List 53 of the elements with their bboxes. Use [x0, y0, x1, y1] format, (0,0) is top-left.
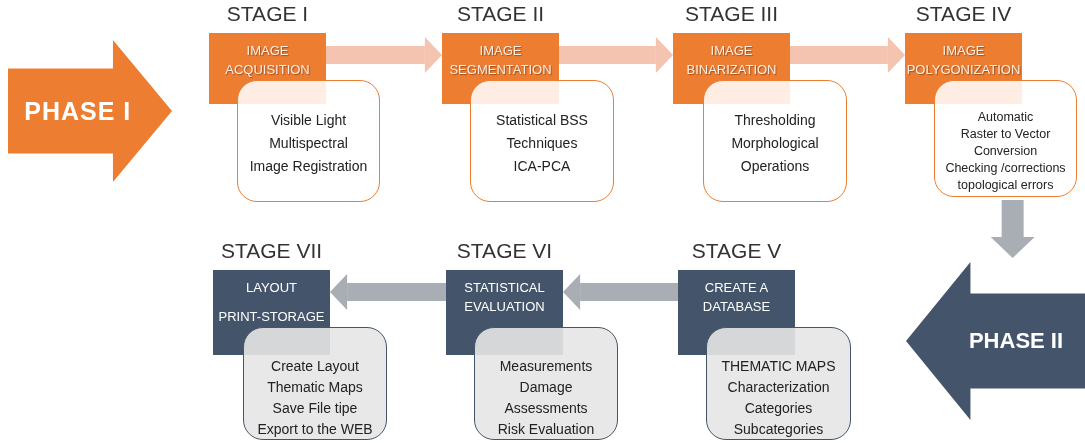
list-item: Characterization [727, 378, 830, 397]
block-arrow [8, 40, 172, 182]
block-arrow [326, 37, 442, 73]
block-arrow [990, 200, 1035, 258]
box-title: IMAGE BINARIZATION [685, 42, 778, 79]
stage-label: STAGE VI [455, 239, 554, 263]
box-title: IMAGE SEGMENTATION [448, 42, 553, 79]
list-item: Export to the WEB [257, 420, 373, 439]
list-item: Save File tipe [272, 399, 358, 418]
list-item: Image Registration [249, 157, 368, 176]
block-arrow [559, 37, 673, 73]
box-title: CREATE A DATABASE [701, 279, 772, 316]
box-title: PRINT-STORAGE [218, 308, 325, 326]
list-item: Create Layout [271, 357, 359, 376]
list-item: Raster to Vector Conversion [959, 126, 1052, 160]
list-item: Automatic [977, 109, 1034, 126]
list-item: ICA-PCA [513, 157, 571, 176]
phase-label: PHASE II [968, 328, 1064, 354]
box-title: IMAGE POLYGONIZATION [905, 42, 1022, 79]
list-item: Thematic Maps [267, 378, 363, 397]
stage-label: STAGE I [225, 2, 310, 26]
box-title: IMAGE ACQUISITION [224, 42, 311, 79]
list-item: Checking /corrections topological errors [944, 160, 1067, 194]
list-item: Damage Assessments [503, 378, 589, 418]
box-title: LAYOUT [245, 279, 298, 297]
list-item: Measurements [499, 357, 593, 376]
stage-label: STAGE III [684, 2, 779, 26]
list-item: Multispectral [269, 134, 348, 153]
stage-label: STAGE IV [914, 2, 1013, 26]
list-item: THEMATIC MAPS [721, 357, 836, 376]
rounded-box [474, 327, 618, 440]
list-item: Thresholding [734, 111, 816, 130]
rounded-box [243, 327, 387, 440]
list-item: Visible Light [270, 111, 347, 130]
block-arrow [906, 262, 1085, 420]
list-item: Categories [744, 399, 813, 418]
rounded-box [706, 327, 851, 440]
list-item: Risk Evaluation [497, 420, 595, 439]
rounded-box [470, 80, 614, 202]
list-item: Statistical BSS Techniques [495, 111, 589, 153]
rounded-box [237, 80, 380, 202]
phase-label: PHASE I [24, 96, 132, 126]
list-item: Subcategories [733, 420, 824, 439]
block-arrow [790, 37, 905, 73]
block-arrow [563, 274, 678, 310]
list-item: Morphological Operations [730, 134, 820, 176]
block-arrow [330, 274, 446, 310]
stage-label: STAGE V [690, 239, 783, 263]
box-title: STATISTICAL EVALUATION [463, 279, 546, 316]
rounded-box [934, 80, 1077, 197]
stage-label: STAGE II [455, 2, 546, 26]
rounded-box [703, 80, 847, 202]
stage-label: STAGE VII [219, 239, 324, 263]
